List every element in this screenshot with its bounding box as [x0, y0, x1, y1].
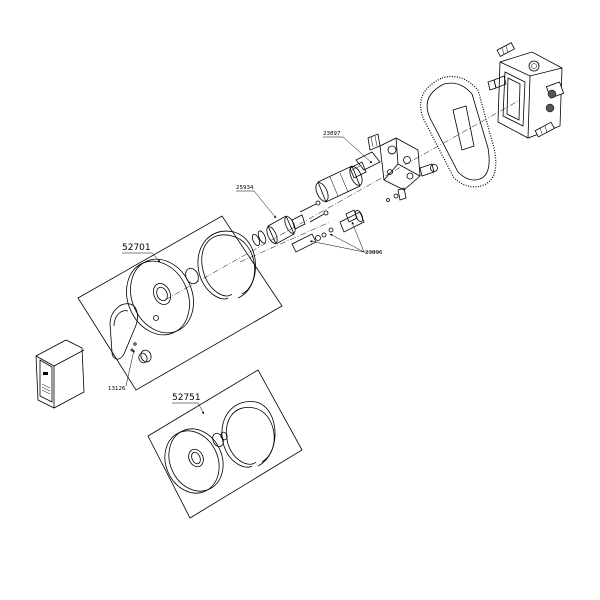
lever-handle: [109, 303, 138, 360]
box-fitting-right: [545, 81, 565, 113]
o-ring: [185, 267, 199, 285]
assembly-axis: [164, 99, 521, 301]
gasket-plate: [420, 75, 497, 188]
label-trim-set-alt: 52751: [172, 393, 201, 403]
box-fitting-bottom: [534, 121, 555, 138]
valve-sleeve: [315, 165, 363, 203]
trim-kit-main: [77, 215, 283, 391]
label-handle-part: 13126: [108, 386, 126, 392]
trim-kit-alt: [147, 369, 303, 519]
label-trim-set-main: 52701: [122, 243, 151, 253]
assembly-axis-lower: [239, 221, 331, 263]
thermostat-module: [35, 339, 85, 409]
trim-kit-alt-frame: [147, 369, 303, 519]
leader-seat-set-3: [351, 221, 365, 253]
leader-seat-set-1: [309, 240, 365, 253]
escutcheon-plate-alt: [164, 428, 224, 494]
label-seat-set: 23896: [365, 250, 383, 256]
seat-parts: [291, 209, 365, 253]
cartridge: [251, 214, 306, 247]
trim-kit-main-frame: [77, 215, 283, 391]
box-fitting-left: [487, 75, 507, 91]
leader-trim-set-alt-diag: [197, 402, 205, 415]
box-fitting-top: [496, 42, 516, 57]
retaining-clip: [201, 234, 256, 297]
leader-handle-part: [125, 349, 135, 387]
mounting-screws: [299, 200, 329, 223]
leader-trim-set-main-diag: [151, 252, 161, 263]
leader-cartridge-diag: [253, 190, 277, 219]
box-fitting-top-right: [528, 60, 540, 72]
leader-seat-set-2: [329, 233, 365, 253]
handle-knob: [140, 349, 152, 363]
escutcheon-plate: [126, 258, 194, 336]
leader-valve-body-diag: [342, 136, 373, 164]
valve-body: [349, 133, 438, 202]
rough-in-box: [487, 42, 565, 139]
retaining-clip-alt: [226, 406, 275, 465]
label-cartridge: 25934: [236, 185, 254, 191]
label-valve-body: 23897: [323, 131, 341, 137]
